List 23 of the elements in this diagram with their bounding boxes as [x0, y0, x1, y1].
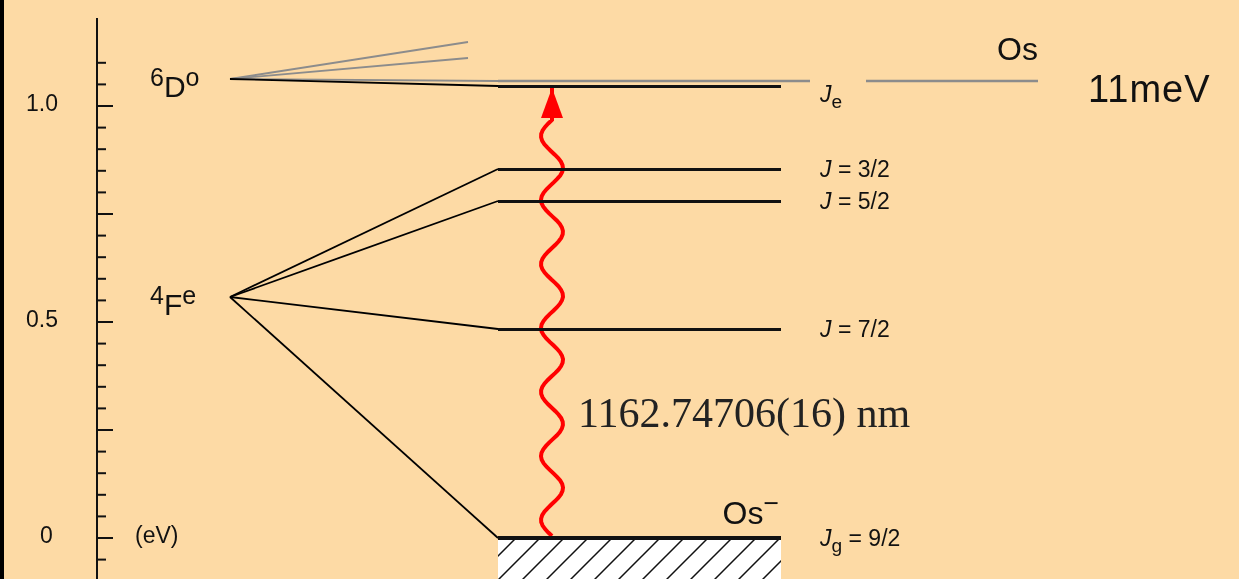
energy-level-line [498, 84, 781, 88]
term-label: $^{4}$F$^{e}$ [150, 275, 230, 315]
correlation-line [229, 78, 499, 87]
energy-gap-label: 11meV [1088, 68, 1211, 111]
correlation-line [229, 200, 499, 298]
energy-level-line [498, 167, 781, 171]
axis-tick-label: 0.5 [26, 306, 58, 333]
level-label: J = 5/2 [820, 187, 890, 215]
level-label: J = 3/2 [820, 155, 890, 183]
level-label: J = 7/2 [820, 315, 890, 343]
axis-tick-label: 0 [40, 522, 53, 549]
axis-tick-label: 1.0 [26, 90, 58, 117]
correlation-line [229, 296, 499, 539]
ground-level: Os$^{−}$ [498, 484, 781, 579]
threshold-level: Os [498, 30, 1038, 83]
level-label: J$_{g}$ = 9/2 [820, 524, 901, 558]
term-label: $^{6}$D$^{o}$ [150, 57, 230, 97]
energy-level-line [498, 199, 781, 203]
correlation-line [229, 296, 499, 330]
axis-unit-label: (eV) [135, 522, 179, 549]
level-label: J$_{e}$ [820, 80, 843, 114]
wavy-arrow [538, 88, 566, 538]
energy-level-line [498, 327, 781, 331]
